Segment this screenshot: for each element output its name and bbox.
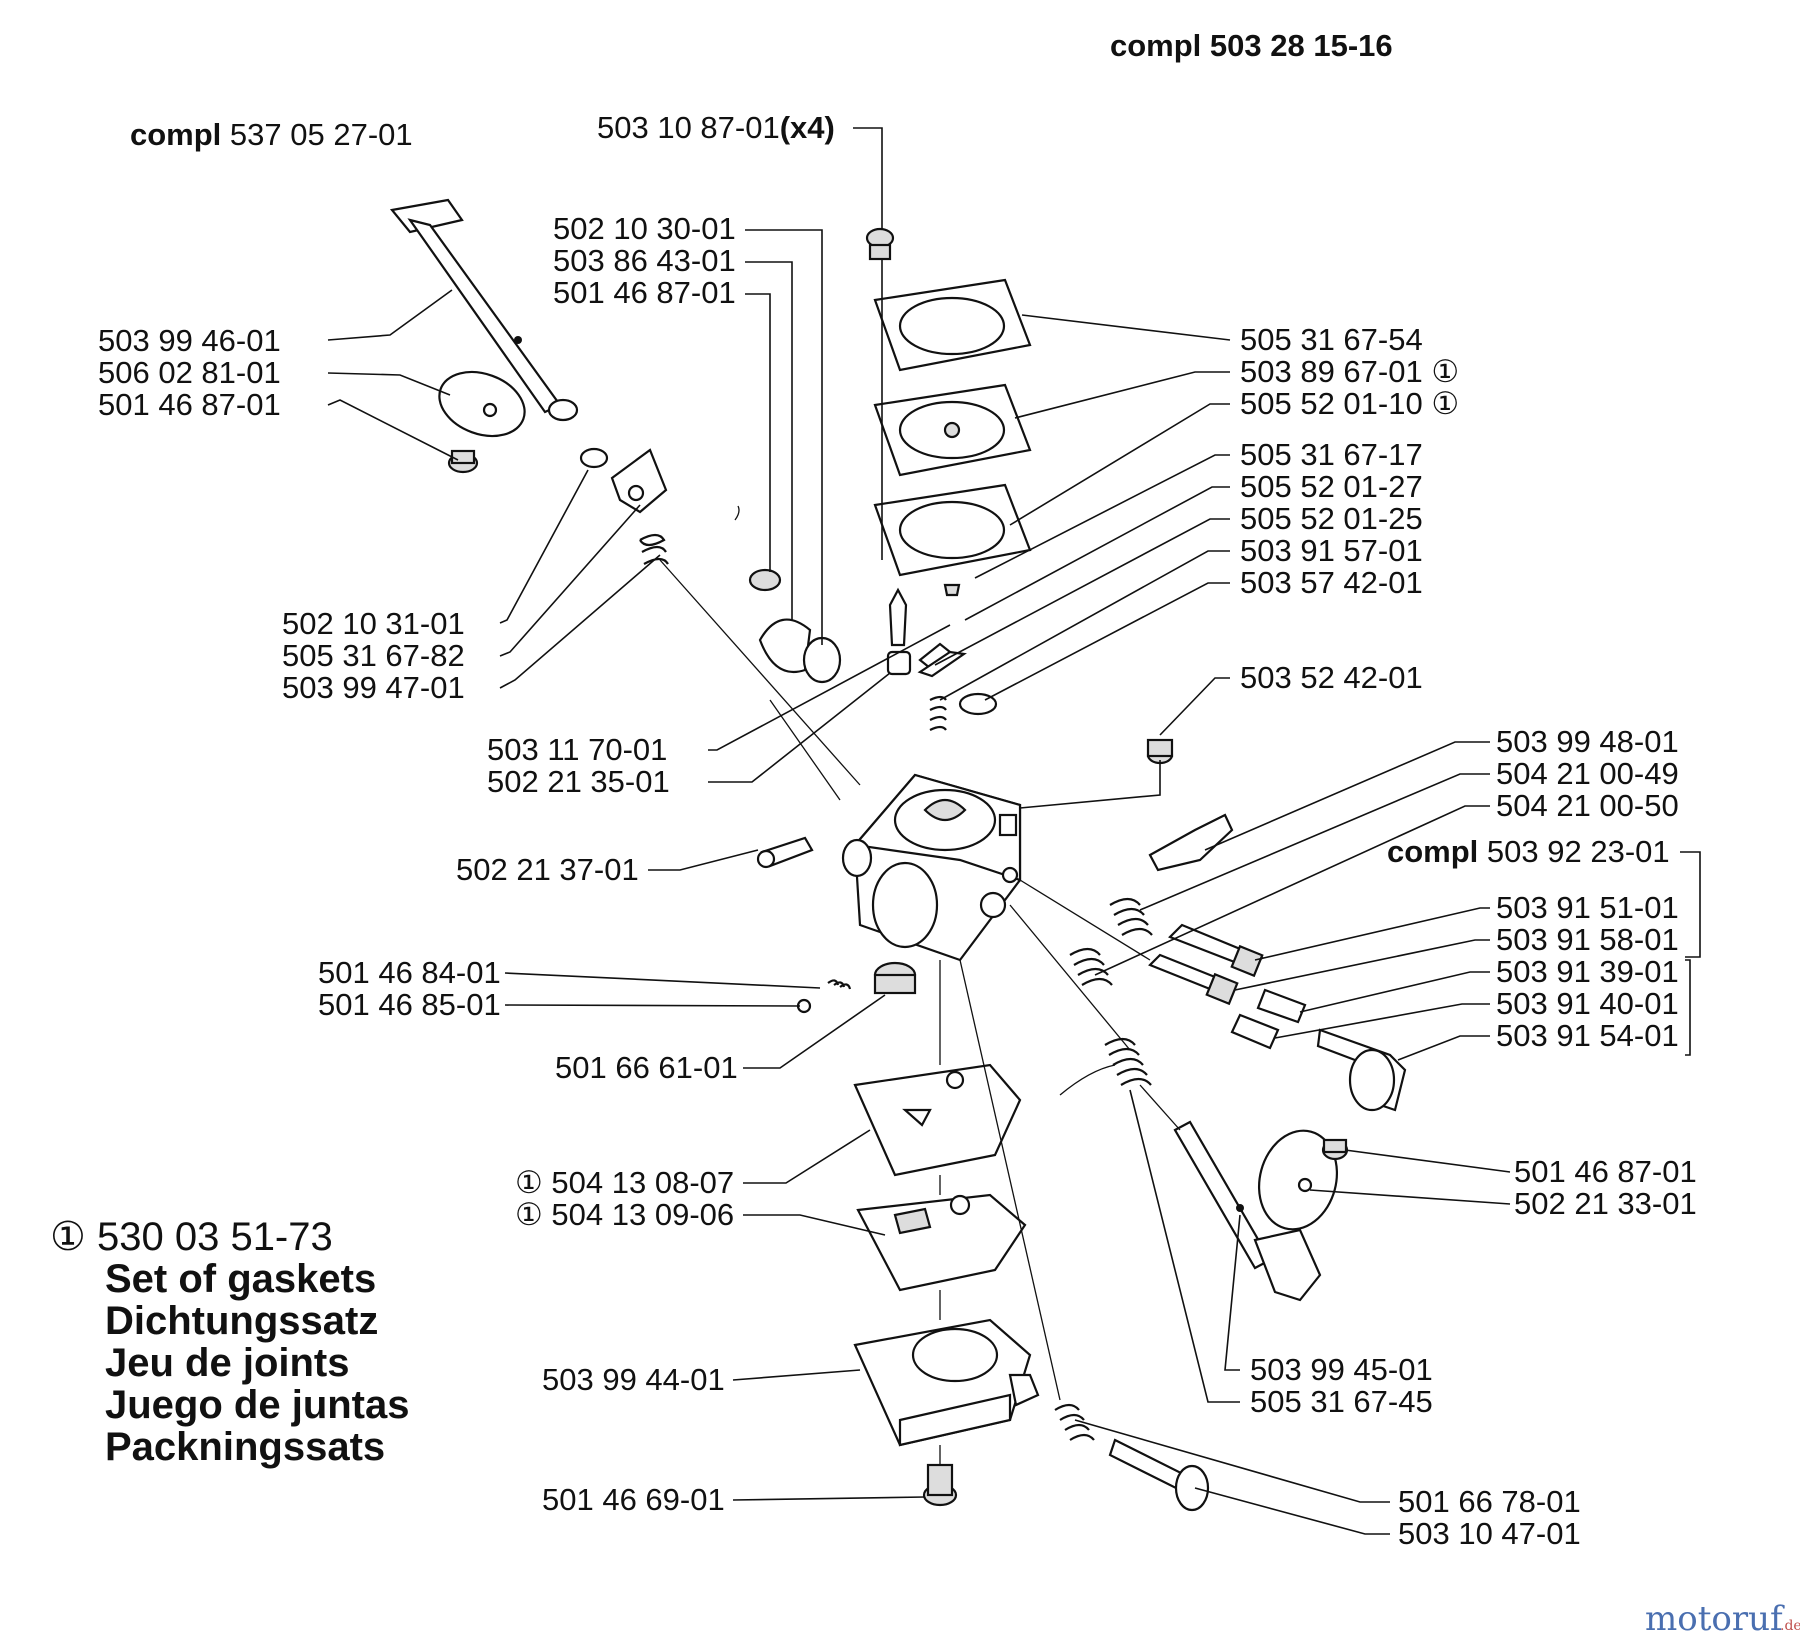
legend-line: Dichtungssatz xyxy=(105,1299,378,1343)
parts-drawing xyxy=(389,198,1407,1512)
watermark-brand: motoruf xyxy=(1645,1599,1785,1639)
part-number-label: 501 66 78-01 xyxy=(1398,1484,1581,1519)
fuel-screen xyxy=(873,961,917,995)
legend-line: Packningssats xyxy=(105,1425,385,1469)
part-number-label: 505 52 01-27 xyxy=(1240,469,1423,504)
metering-diaphragm xyxy=(856,1193,1027,1292)
part-number-label: 503 57 42-01 xyxy=(1240,565,1423,600)
idle-spring xyxy=(1059,1037,1152,1096)
part-number-label: 503 91 54-01 xyxy=(1496,1018,1679,1053)
left-part-labels: 502 10 30-01 503 86 43-01 501 46 87-01 5… xyxy=(98,211,738,1517)
header-labels: compl 503 28 15-16 compl 537 05 27-01 50… xyxy=(130,28,1393,152)
part-number-label: 503 11 70-01 xyxy=(487,732,667,767)
part-number-label: 502 21 33-01 xyxy=(1514,1186,1697,1221)
part-number-label: 504 21 00-49 xyxy=(1496,756,1679,791)
part-number-label: 506 02 81-01 xyxy=(98,355,281,390)
pump-gasket xyxy=(873,483,1032,577)
throttle-plate xyxy=(438,370,526,438)
part-number-label: 503 99 46-01 xyxy=(98,323,281,358)
part-number-label: 503 91 57-01 xyxy=(1240,533,1423,568)
fuel-inlet-nipple xyxy=(1146,738,1174,765)
part-number-label: 502 21 37-01 xyxy=(456,852,639,887)
choke-plate xyxy=(1257,1129,1339,1231)
part-number-label: 503 99 48-01 xyxy=(1496,724,1679,759)
part-number-label: 505 31 67-17 xyxy=(1240,437,1423,472)
legend-line: Jeu de joints xyxy=(105,1341,350,1385)
part-number-label: 503 89 67-01 ① xyxy=(1240,354,1459,390)
part-number-label: 503 10 47-01 xyxy=(1398,1516,1581,1551)
part-number-label: 505 52 01-25 xyxy=(1240,501,1423,536)
part-number-label: 502 21 35-01 xyxy=(487,764,670,799)
limiter-caps xyxy=(1230,988,1407,1112)
needle-assembly-label: compl 503 92 23-01 xyxy=(1387,834,1670,869)
choke-shaft xyxy=(1173,1120,1322,1302)
part-number-label: 502 10 30-01 xyxy=(553,211,736,246)
shaft-bushing-lever xyxy=(579,447,669,565)
bottom-screw xyxy=(922,1463,958,1507)
throttle-shaft xyxy=(389,198,579,422)
watermark-suffix: .de xyxy=(1780,1618,1800,1634)
part-number-label: 505 31 67-82 xyxy=(282,638,465,673)
idle-screw-spring xyxy=(1054,1403,1095,1441)
lever-pivot-parts xyxy=(734,505,842,684)
gasket-label: ① 504 13 09-06 xyxy=(515,1197,734,1233)
part-number-label: 503 99 44-01 xyxy=(542,1362,725,1397)
part-number-label: 501 46 87-01 xyxy=(553,275,736,310)
part-number-label: 503 91 58-01 xyxy=(1496,922,1679,957)
part-number-label: 501 46 87-01 xyxy=(1514,1154,1697,1189)
pump-diaphragm xyxy=(873,383,1032,477)
part-number-label: 501 46 69-01 xyxy=(542,1482,725,1517)
throttle-screw xyxy=(447,449,479,474)
part-number-label: 501 46 87-01 xyxy=(98,387,281,422)
shaft-assembly-label: compl 537 05 27-01 xyxy=(130,117,413,152)
part-number-label: 501 66 61-01 xyxy=(555,1050,738,1085)
gasket-part-labels: ① 504 13 08-07 ① 504 13 09-06 xyxy=(515,1165,734,1233)
part-number-label: 505 52 01-10 ① xyxy=(1240,386,1459,422)
screw-part-label: 503 10 87-01(x4) xyxy=(597,110,835,145)
choke-screw xyxy=(1321,1138,1349,1161)
fuel-fitting-right xyxy=(1148,813,1234,872)
part-number-label: 503 52 42-01 xyxy=(1240,660,1423,695)
part-number-label: 503 86 43-01 xyxy=(553,243,736,278)
cover-screw xyxy=(865,227,895,261)
part-number-label: 501 46 84-01 xyxy=(318,955,501,990)
watermark: motoruf .de xyxy=(1645,1599,1800,1639)
fuel-elbow xyxy=(756,836,814,869)
legend-number: ① 530 03 51-73 xyxy=(50,1214,333,1260)
part-number-label: 503 91 51-01 xyxy=(1496,890,1679,925)
adjusting-needles xyxy=(1148,923,1265,1006)
part-number-label: 505 31 67-54 xyxy=(1240,322,1423,357)
leader-lines xyxy=(327,127,1701,1535)
part-number-label: 503 99 45-01 xyxy=(1250,1352,1433,1387)
gasket-set-legend: ① 530 03 51-73 Set of gaskets Dichtungss… xyxy=(50,1214,410,1469)
part-number-label: 503 91 40-01 xyxy=(1496,986,1679,1021)
gasket-label: ① 504 13 08-07 xyxy=(515,1165,734,1201)
part-number-label: 503 91 39-01 xyxy=(1496,954,1679,989)
legend-line: Set of gaskets xyxy=(105,1257,376,1301)
part-number-label: 503 99 47-01 xyxy=(282,670,465,705)
right-part-labels: 505 31 67-54 503 89 67-01 ① 505 52 01-10… xyxy=(1240,322,1697,1551)
assembly-label: compl 503 28 15-16 xyxy=(1110,28,1393,63)
metering-cover xyxy=(853,1318,1040,1447)
legend-line: Juego de juntas xyxy=(105,1383,410,1427)
idle-screw xyxy=(1108,1438,1210,1512)
metering-gasket xyxy=(853,1063,1022,1177)
part-number-label: 502 10 31-01 xyxy=(282,606,465,641)
part-number-label: 504 21 00-50 xyxy=(1496,788,1679,823)
needle-valve-parts xyxy=(886,583,998,731)
part-number-label: 505 31 67-45 xyxy=(1250,1384,1433,1419)
check-valve-spring xyxy=(796,979,852,1014)
pump-cover xyxy=(873,278,1032,372)
carburetor-body xyxy=(841,773,1022,962)
part-number-label: 501 46 85-01 xyxy=(318,987,501,1022)
adjusting-springs xyxy=(1069,897,1153,986)
